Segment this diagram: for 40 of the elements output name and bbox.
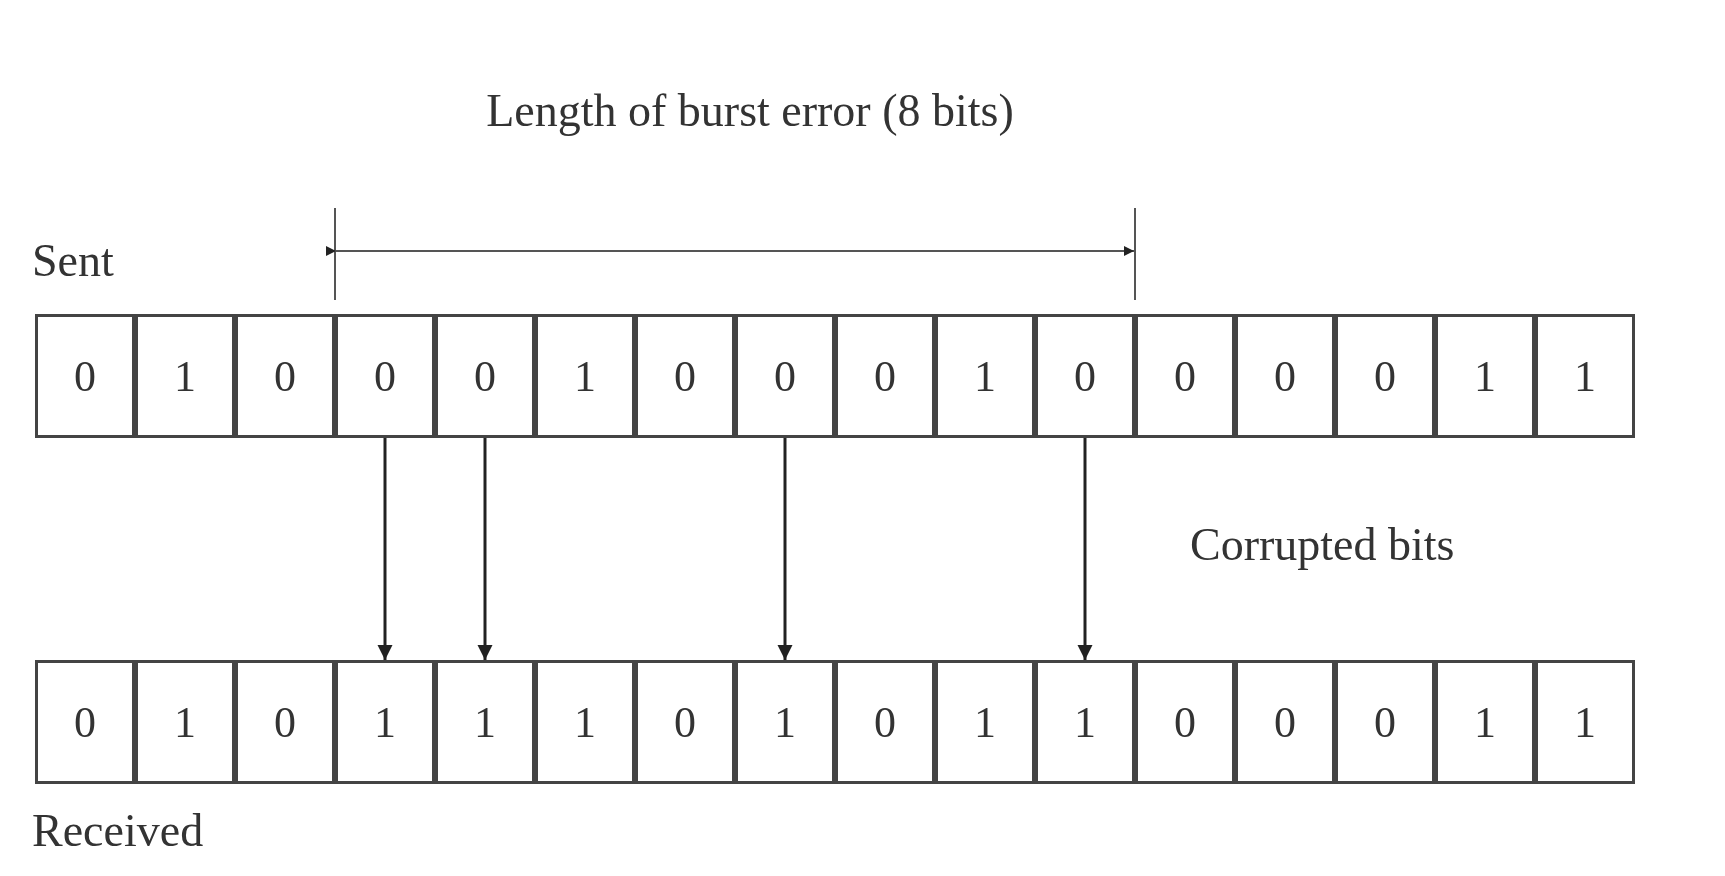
bit-cell: 0 bbox=[835, 314, 935, 438]
bit-cell: 1 bbox=[935, 660, 1035, 784]
bit-cell: 1 bbox=[935, 314, 1035, 438]
dimension-label: Length of burst error (8 bits) bbox=[485, 86, 1015, 137]
bit-cell: 0 bbox=[1335, 314, 1435, 438]
bit-cell: 0 bbox=[35, 314, 135, 438]
arrow bbox=[777, 438, 793, 660]
row-label: Sent bbox=[32, 236, 115, 287]
bit-cell: 1 bbox=[1535, 314, 1635, 438]
bit-cell: 0 bbox=[635, 314, 735, 438]
bit-cell: 1 bbox=[1435, 660, 1535, 784]
bit-cell: 0 bbox=[1335, 660, 1435, 784]
row-label: Received bbox=[32, 806, 205, 857]
bit-cell: 1 bbox=[135, 660, 235, 784]
bit-cell: 0 bbox=[1135, 660, 1235, 784]
bit-cell: 0 bbox=[335, 314, 435, 438]
bit-cell: 0 bbox=[835, 660, 935, 784]
bit-cell: 1 bbox=[535, 314, 635, 438]
bit-cell: 0 bbox=[635, 660, 735, 784]
bit-cell: 1 bbox=[1535, 660, 1635, 784]
annotation-label: Corrupted bits bbox=[1190, 520, 1456, 571]
bit-cell: 1 bbox=[335, 660, 435, 784]
bit-cell: 0 bbox=[435, 314, 535, 438]
arrow bbox=[1077, 438, 1093, 660]
bit-cell: 1 bbox=[435, 660, 535, 784]
bit-cell: 0 bbox=[1235, 314, 1335, 438]
arrow bbox=[377, 438, 393, 660]
bit-cell: 1 bbox=[1435, 314, 1535, 438]
bit-cell: 0 bbox=[1135, 314, 1235, 438]
bit-cell: 0 bbox=[735, 314, 835, 438]
bit-cell: 0 bbox=[235, 314, 335, 438]
bit-cell: 0 bbox=[35, 660, 135, 784]
bit-cell: 0 bbox=[235, 660, 335, 784]
bit-cell: 1 bbox=[135, 314, 235, 438]
bit-cell: 1 bbox=[1035, 660, 1135, 784]
bit-cell: 0 bbox=[1035, 314, 1135, 438]
bit-cell: 0 bbox=[1235, 660, 1335, 784]
arrow bbox=[477, 438, 493, 660]
bit-cell: 1 bbox=[535, 660, 635, 784]
bit-cell: 1 bbox=[735, 660, 835, 784]
